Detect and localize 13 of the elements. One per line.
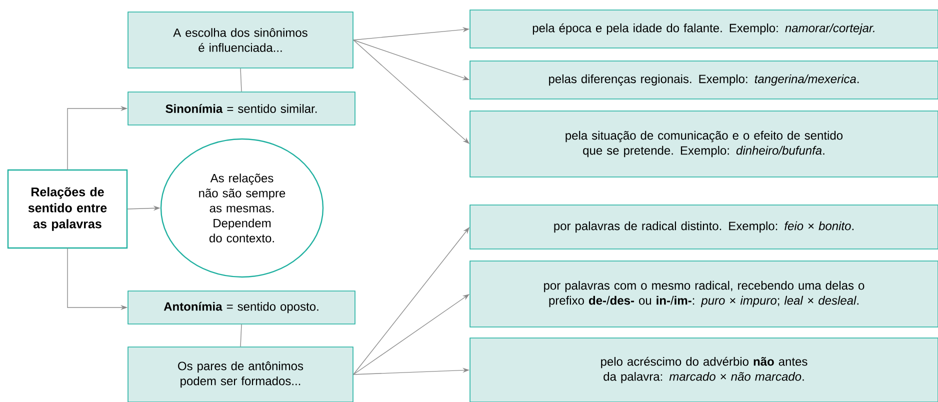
text-box: Os pares de antônimos podem ser formados... — [128, 346, 354, 402]
text-box: Sinonímia = sentido similar. — [128, 92, 356, 126]
text-box: pelo acréscimo do advérbio não antes da palavra: marcado × não marcado. — [470, 338, 938, 402]
text-box: A escolha dos sinônimos é influenciada... — [128, 12, 354, 68]
text-box: por palavras de radical distinto. Exemplo: feio × bonito. — [470, 204, 938, 250]
text-box: pela época e pela idade do falante. Exemplo: namorar/cortejar. — [470, 10, 938, 48]
text-box: Antonímia = sentido oposto. — [128, 290, 356, 324]
text-box: pela situação de comunicação e o efeito de sentido que se pretende. Exemplo: dinheiro/bufunfa. — [470, 110, 938, 178]
text-box: por palavras com o mesmo radical, recebendo uma delas o prefixo de-/des- ou in-/im-: puro × impuro; leal × desleal. — [470, 260, 938, 328]
text-box: pelas diferenças regionais. Exemplo: tangerina/mexerica. — [470, 60, 938, 100]
connector-line — [240, 68, 242, 92]
topic-box: Relações de sentido entre as palavras — [7, 169, 128, 249]
connector-line — [240, 324, 242, 347]
